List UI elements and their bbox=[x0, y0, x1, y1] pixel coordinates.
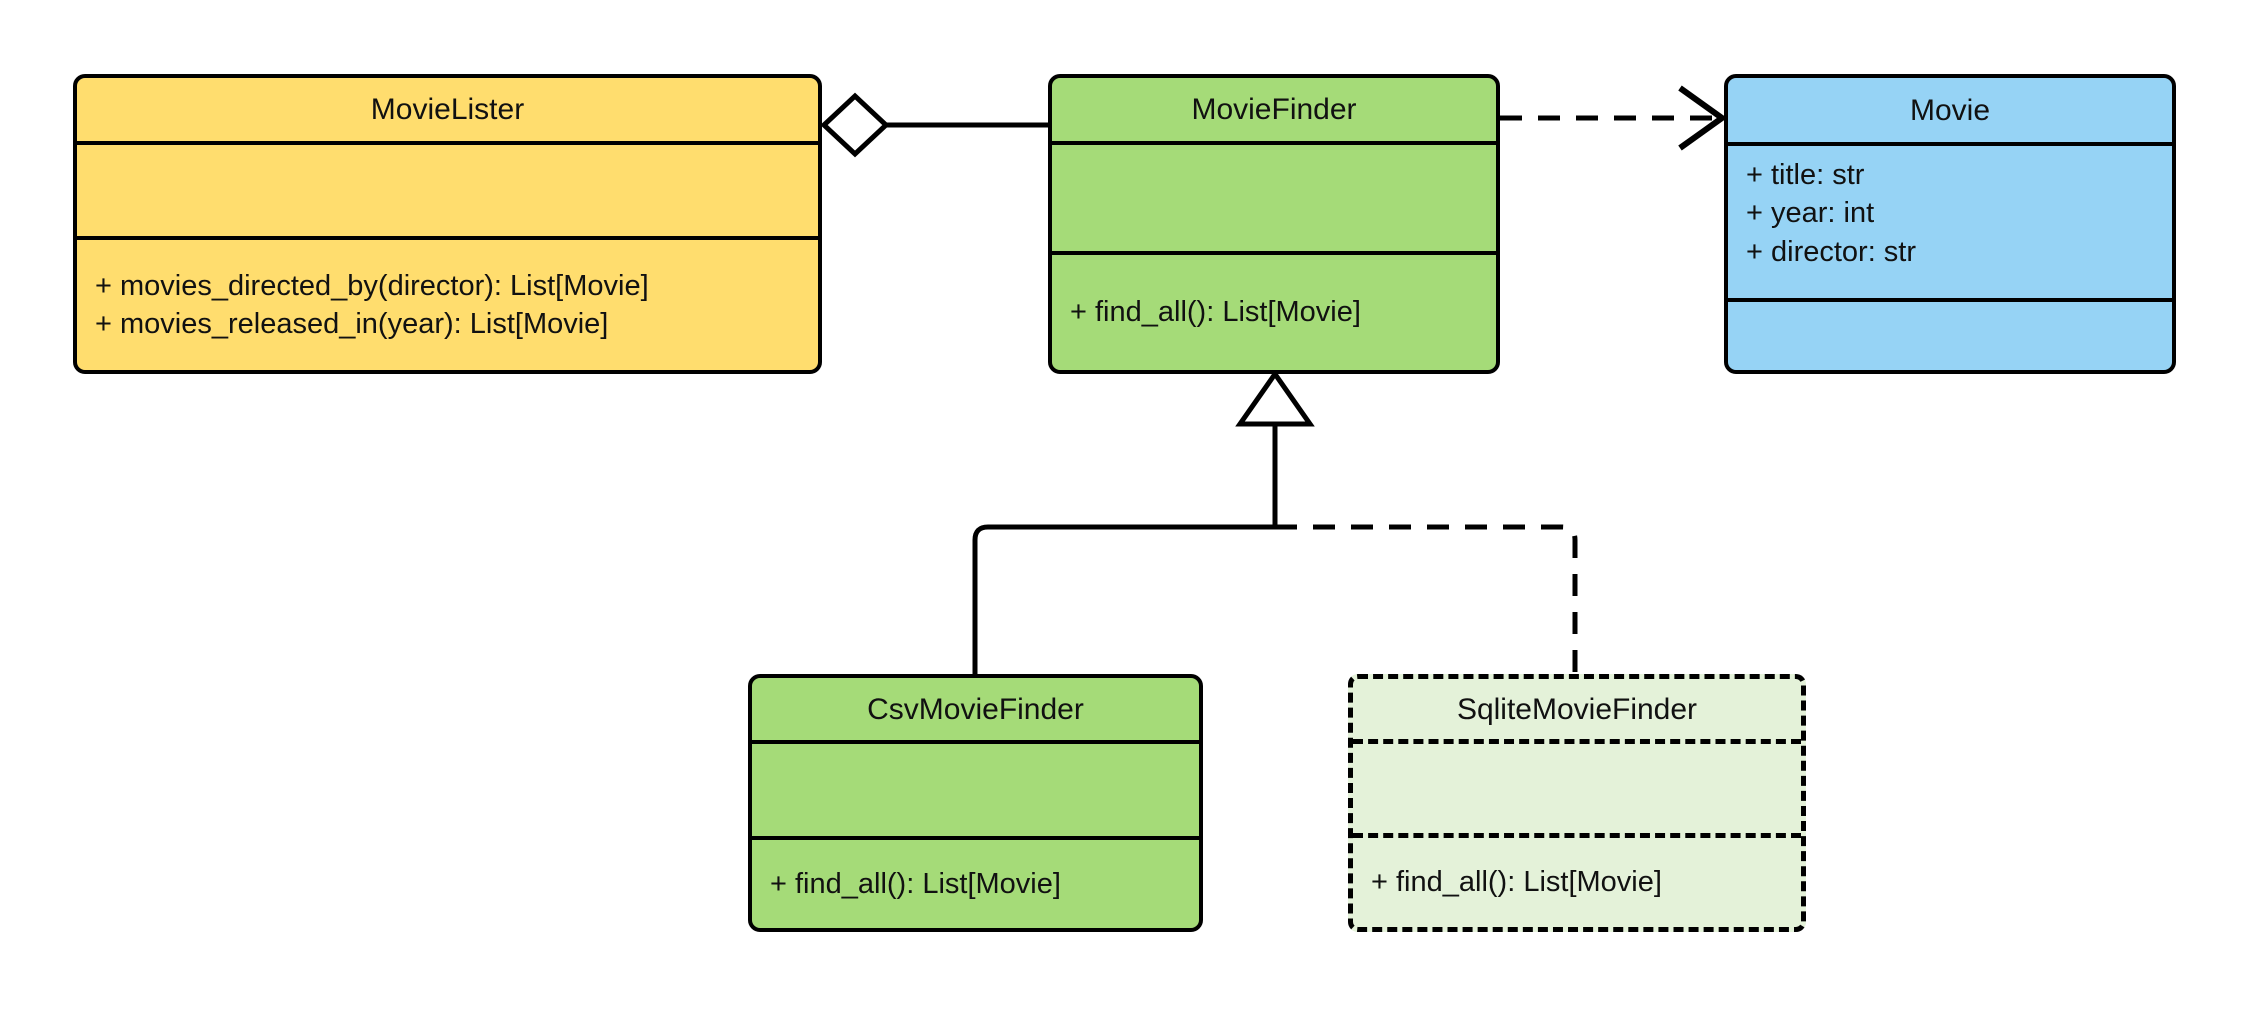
attributes-compartment-movie-lister bbox=[77, 141, 818, 236]
attributes-compartment-movie-finder bbox=[1052, 141, 1496, 251]
class-name-compartment-sqlite-movie-finder: SqliteMovieFinder bbox=[1353, 679, 1801, 739]
hollow-diamond-marker bbox=[820, 92, 890, 158]
class-name-label: MovieLister bbox=[370, 93, 525, 126]
method-item: + find_all(): List[Movie] bbox=[1070, 296, 1361, 329]
class-box-movie-finder[interactable]: MovieFinder + find_all(): List[Movie] bbox=[1048, 74, 1500, 374]
class-name-compartment-csv-movie-finder: CsvMovieFinder bbox=[752, 678, 1199, 740]
methods-compartment-movie-lister: + movies_directed_by(director): List[Mov… bbox=[77, 236, 818, 370]
class-name-compartment-movie-finder: MovieFinder bbox=[1052, 78, 1496, 141]
method-item: + find_all(): List[Movie] bbox=[770, 867, 1061, 900]
open-arrowhead-marker bbox=[1678, 85, 1728, 151]
method-item: + movies_released_in(year): List[Movie] bbox=[95, 308, 609, 340]
methods-compartment-csv-movie-finder: + find_all(): List[Movie] bbox=[752, 836, 1199, 928]
attribute-item: + year: int bbox=[1746, 197, 1875, 230]
class-name-label: SqliteMovieFinder bbox=[1456, 692, 1698, 726]
attributes-compartment-movie: + title: str + year: int + director: str bbox=[1728, 142, 2172, 298]
class-box-movie[interactable]: Movie + title: str + year: int + directo… bbox=[1724, 74, 2176, 374]
generalization-csv-branch bbox=[972, 524, 1275, 674]
methods-compartment-movie bbox=[1728, 298, 2172, 370]
attributes-compartment-sqlite-movie-finder bbox=[1353, 739, 1801, 833]
class-name-label: CsvMovieFinder bbox=[867, 692, 1084, 726]
class-box-csv-movie-finder[interactable]: CsvMovieFinder + find_all(): List[Movie] bbox=[748, 674, 1203, 932]
class-name-label: Movie bbox=[1909, 93, 1991, 127]
class-box-sqlite-movie-finder[interactable]: SqliteMovieFinder + find_all(): List[Mov… bbox=[1348, 674, 1806, 932]
methods-compartment-sqlite-movie-finder: + find_all(): List[Movie] bbox=[1353, 833, 1801, 927]
methods-compartment-movie-finder: + find_all(): List[Movie] bbox=[1052, 251, 1496, 370]
attribute-item: + director: str bbox=[1746, 235, 1917, 268]
class-name-compartment-movie: Movie bbox=[1728, 78, 2172, 142]
attributes-compartment-csv-movie-finder bbox=[752, 740, 1199, 836]
method-item: + movies_directed_by(director): List[Mov… bbox=[95, 269, 649, 302]
class-name-compartment-movie-lister: MovieLister bbox=[77, 78, 818, 141]
class-name-label: MovieFinder bbox=[1191, 93, 1357, 126]
class-box-movie-lister[interactable]: MovieLister + movies_directed_by(directo… bbox=[73, 74, 822, 374]
method-item: + find_all(): List[Movie] bbox=[1371, 866, 1662, 899]
generalization-sqlite-branch bbox=[1275, 524, 1578, 674]
hollow-triangle-marker bbox=[1235, 369, 1315, 427]
attribute-item: + title: str bbox=[1746, 159, 1865, 191]
